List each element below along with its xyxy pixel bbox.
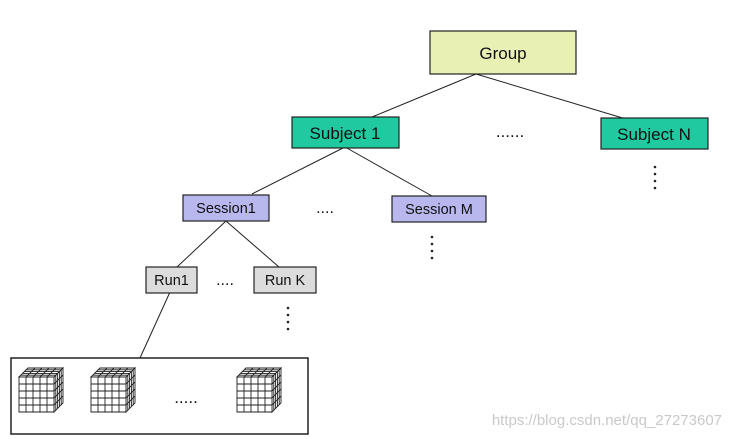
session-m-label: Session M	[405, 202, 473, 218]
edge-subject1-sessionm	[344, 146, 433, 197]
vertical-ellipsis-icon	[430, 235, 434, 260]
run-1-box	[145, 266, 198, 294]
run-1-node: Run1	[145, 266, 198, 294]
runs-ellipsis: ....	[216, 272, 234, 289]
group-box	[429, 30, 577, 75]
sessions-ellipsis: ....	[316, 200, 334, 217]
volume-grid-icon	[17, 366, 65, 414]
run-k-label: Run K	[265, 273, 306, 289]
group-label: Group	[479, 44, 526, 63]
connector-lines	[139, 73, 627, 359]
edge-group-subjectn	[475, 73, 627, 120]
subject-n-box	[600, 117, 709, 150]
session-1-label: Session1	[196, 201, 256, 217]
run-k-node: Run K	[253, 266, 317, 294]
volumes-ellipsis: .....	[174, 388, 198, 407]
subject-1-node: Subject 1	[291, 116, 400, 149]
subject-n-node: Subject N	[600, 117, 709, 150]
volume-grid-icon	[235, 366, 283, 414]
run-k-box	[253, 266, 317, 294]
subject-1-label: Subject 1	[310, 124, 381, 143]
session-1-node: Session1	[182, 194, 270, 222]
volume-cubes	[17, 366, 283, 414]
edge-subject1-session1	[251, 146, 346, 195]
run-1-label: Run1	[154, 273, 189, 289]
vertical-ellipsis-icon	[653, 165, 657, 190]
session-m-box	[391, 195, 487, 223]
session-m-node: Session M	[391, 195, 487, 223]
group-node: Group	[429, 30, 577, 75]
edge-group-subject1	[371, 73, 477, 118]
watermark-text: https://blog.csdn.net/qq_27273607	[492, 412, 722, 429]
edge-session1-run1	[176, 220, 227, 268]
edge-run1-volumes	[139, 291, 171, 359]
volume-grid-icon	[89, 366, 137, 414]
subject-n-label: Subject N	[617, 125, 691, 144]
session-1-box	[182, 194, 270, 222]
vertical-ellipsis-icon	[286, 306, 290, 331]
edge-session1-runk	[225, 220, 280, 268]
subjects-ellipsis: ......	[496, 122, 524, 141]
subject-1-box	[291, 116, 400, 149]
